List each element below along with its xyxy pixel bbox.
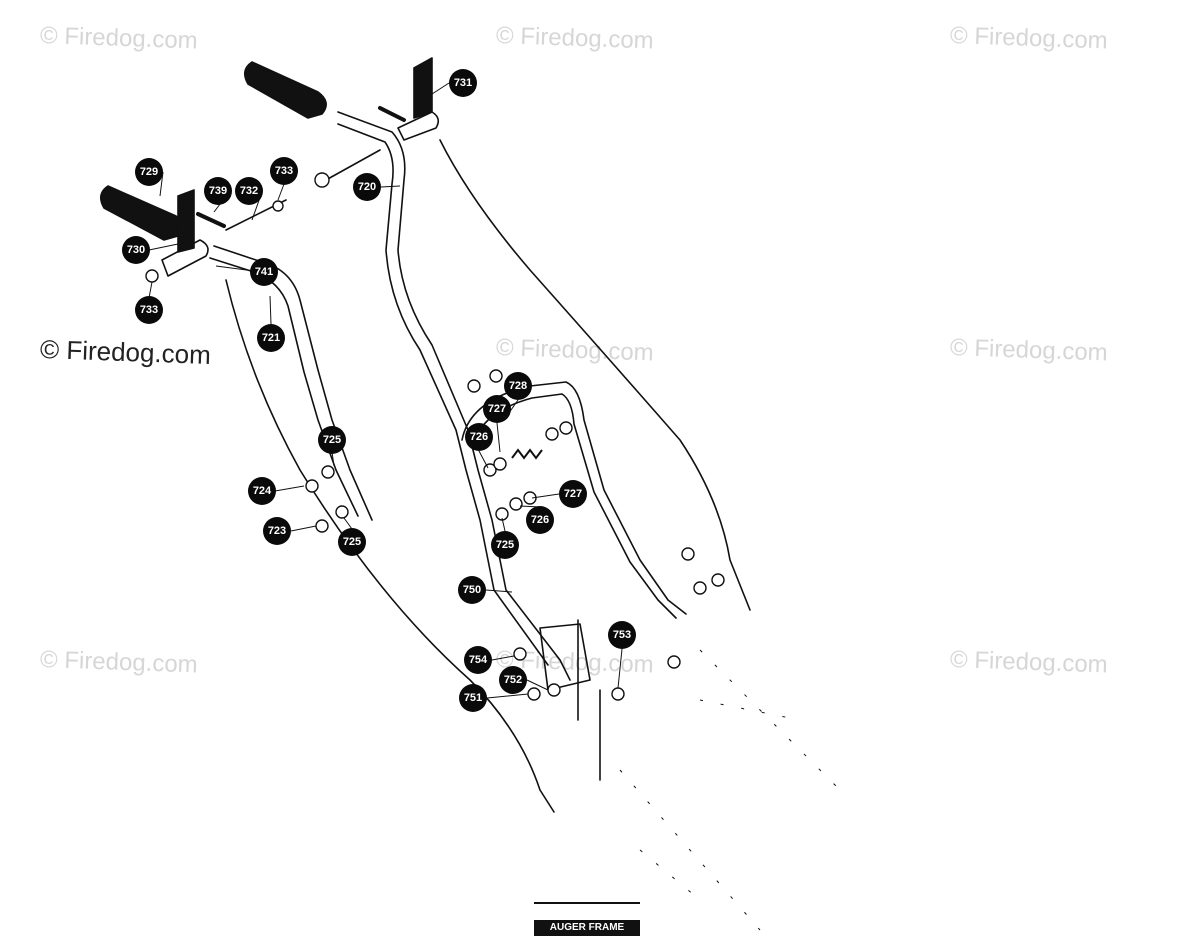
right-grip-outline (244, 61, 327, 119)
callout-label: 751 (464, 692, 482, 704)
hardware (145, 172, 725, 701)
spring (511, 448, 543, 460)
callout-label: 725 (343, 536, 361, 548)
left-pivot-bracket (161, 239, 209, 277)
left-grip-outline (100, 185, 184, 241)
callout-label: 750 (463, 584, 481, 596)
callout-label: 728 (509, 380, 527, 392)
callout-726-upper[interactable]: 726 (465, 423, 493, 451)
callout-728[interactable]: 728 (504, 372, 532, 400)
callout-754[interactable]: 754 (464, 646, 492, 674)
auger-frame-hint (619, 649, 841, 931)
callout-727-upper[interactable]: 727 (483, 395, 511, 423)
callout-label: 731 (454, 77, 472, 89)
callout-733-top[interactable]: 733 (270, 157, 298, 185)
upper-handle-left-tube (213, 245, 373, 521)
callout-label: 721 (262, 332, 280, 344)
callout-label: 752 (504, 674, 522, 686)
callout-725-center[interactable]: 725 (491, 531, 519, 559)
right-pivot-bracket (397, 111, 440, 141)
auger-frame-label: AUGER FRAME (534, 920, 640, 936)
callout-726-lower[interactable]: 726 (526, 506, 554, 534)
callout-732[interactable]: 732 (235, 177, 263, 205)
callout-label: 753 (613, 629, 631, 641)
leader-lines (148, 82, 623, 699)
lower-handle-tube (461, 381, 687, 615)
right-control-lever (413, 57, 433, 119)
callout-730[interactable]: 730 (122, 236, 150, 264)
callout-724[interactable]: 724 (248, 477, 276, 505)
upper-handle-right-tube (337, 111, 571, 681)
callout-label: 733 (275, 165, 293, 177)
callout-727-lower[interactable]: 727 (559, 480, 587, 508)
callout-label: 726 (470, 431, 488, 443)
auger-frame-line (534, 902, 640, 904)
left-control-lever (177, 189, 195, 253)
callout-723[interactable]: 723 (263, 517, 291, 545)
callout-label: 733 (140, 304, 158, 316)
callout-label: 732 (240, 185, 258, 197)
callout-729[interactable]: 729 (135, 158, 163, 186)
callout-label: 724 (253, 485, 272, 497)
callout-750[interactable]: 750 (458, 576, 486, 604)
callout-753[interactable]: 753 (608, 621, 636, 649)
callout-752[interactable]: 752 (499, 666, 527, 694)
callout-label: 727 (564, 488, 582, 500)
callout-label: 754 (469, 654, 488, 666)
right-control-cable (439, 139, 751, 611)
callout-721[interactable]: 721 (257, 324, 285, 352)
callout-label: 725 (496, 539, 514, 551)
callout-label: 727 (488, 403, 506, 415)
callout-720[interactable]: 720 (353, 173, 381, 201)
callout-label: 725 (323, 434, 341, 446)
callout-label: 723 (268, 525, 286, 537)
callout-label: 741 (255, 266, 273, 278)
callout-label: 720 (358, 181, 376, 193)
callout-725-left-top[interactable]: 725 (318, 426, 346, 454)
callout-label: 729 (140, 166, 158, 178)
pivot-rod (325, 149, 381, 181)
callout-label: 726 (531, 514, 549, 526)
handle-assembly (100, 57, 751, 813)
callout-733-bottom[interactable]: 733 (135, 296, 163, 324)
upper-handle-left-tube-inner (209, 257, 359, 517)
left-control-cable (225, 279, 555, 813)
auger-mount-bracket (539, 623, 591, 691)
upper-handle-right-tube-inner (337, 123, 549, 666)
watermark-main: © Firedog.com (39, 334, 212, 370)
callout-751[interactable]: 751 (459, 684, 487, 712)
callout-739[interactable]: 739 (204, 177, 232, 205)
callout-741[interactable]: 741 (250, 258, 278, 286)
callout-label: 730 (127, 244, 145, 256)
callout-label: 739 (209, 185, 227, 197)
callout-731[interactable]: 731 (449, 69, 477, 97)
callout-725-left-bottom[interactable]: 725 (338, 528, 366, 556)
